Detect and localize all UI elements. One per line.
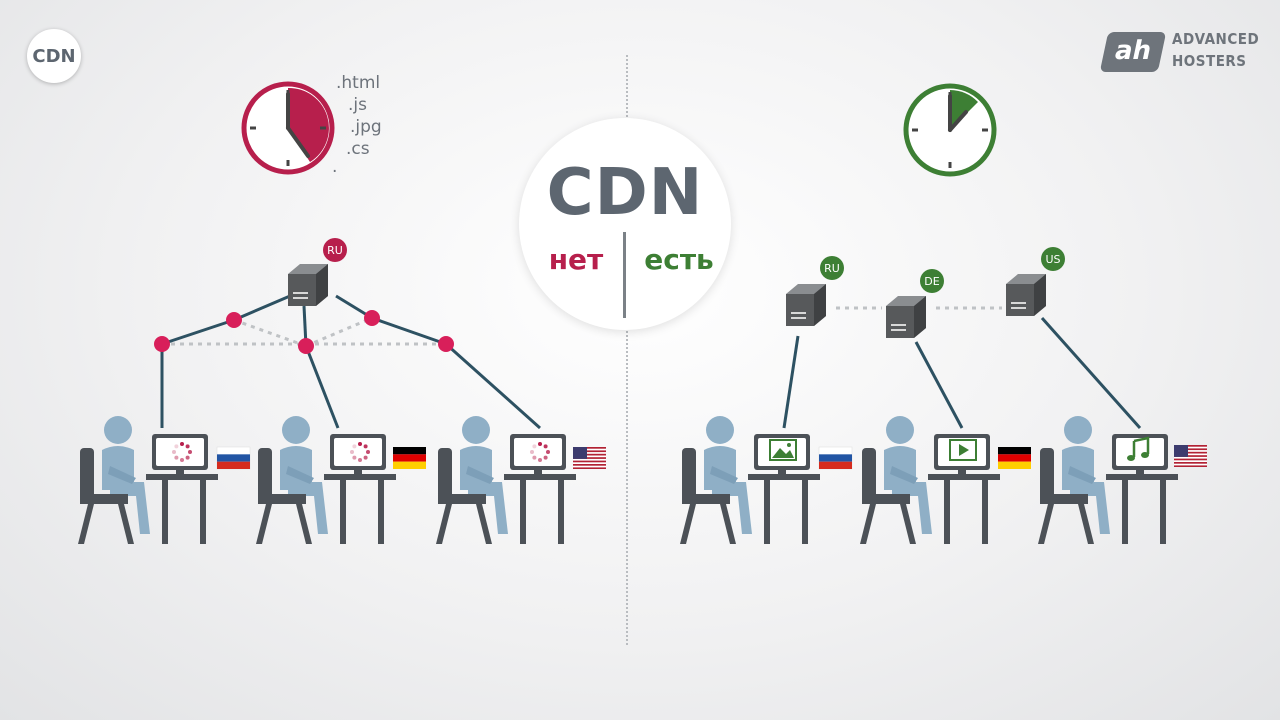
- usa-flag-icon: [1174, 445, 1207, 467]
- network-node: [438, 336, 454, 352]
- russia-flag-icon: [216, 446, 251, 470]
- server-ru-icon: [288, 264, 328, 306]
- with-cdn-label: есть: [644, 243, 714, 276]
- cdn-badge: CDN: [27, 29, 81, 83]
- server-us-icon: [1006, 274, 1046, 316]
- file-types-list: .html .js .jpg .cs .: [332, 72, 382, 176]
- brand-line2: HOSTERS: [1172, 52, 1247, 70]
- music-note-icon: [1127, 436, 1150, 461]
- russia-flag-icon: [818, 446, 853, 470]
- brand-name: ADVANCED HOSTERS: [1172, 28, 1259, 72]
- left-user-1: [78, 416, 251, 544]
- file-type: .js: [348, 95, 367, 115]
- video-play-icon: [949, 439, 977, 461]
- network-node: [298, 338, 314, 354]
- server-label: US: [1045, 253, 1060, 266]
- brand-line1: ADVANCED: [1172, 30, 1260, 48]
- network-node: [226, 312, 242, 328]
- right-user-2: [860, 416, 1031, 544]
- without-cdn-label: нет: [548, 243, 604, 276]
- left-network: RU: [154, 238, 541, 430]
- germany-flag-icon: [998, 447, 1031, 469]
- cdn-comparison-circle: CDN нет есть: [519, 118, 731, 330]
- network-node: [154, 336, 170, 352]
- file-type: .jpg: [350, 117, 382, 137]
- brand-logo: ah ADVANCED HOSTERS: [1099, 28, 1259, 78]
- center-title: CDN: [546, 156, 704, 230]
- left-user-3: [436, 416, 606, 544]
- center-separator: [623, 232, 626, 318]
- file-type: .cs: [346, 139, 370, 159]
- left-user-2: [256, 416, 426, 544]
- germany-flag-icon: [393, 447, 426, 469]
- center-divider: [626, 55, 628, 645]
- server-ru-icon: [786, 284, 826, 326]
- right-user-1: [680, 416, 853, 544]
- right-network: RU DE US: [782, 247, 1142, 429]
- server-de-icon: [886, 296, 926, 338]
- server-label: RU: [327, 244, 343, 257]
- slow-clock-icon: [241, 81, 335, 175]
- image-icon: [769, 439, 797, 461]
- network-node: [364, 310, 380, 326]
- usa-flag-icon: [573, 447, 606, 469]
- file-type: .html: [336, 73, 381, 93]
- server-label: DE: [924, 275, 939, 288]
- server-label: RU: [824, 262, 840, 275]
- fast-clock-icon: [903, 83, 997, 177]
- right-user-3: [1038, 416, 1207, 544]
- file-type: .: [332, 157, 338, 177]
